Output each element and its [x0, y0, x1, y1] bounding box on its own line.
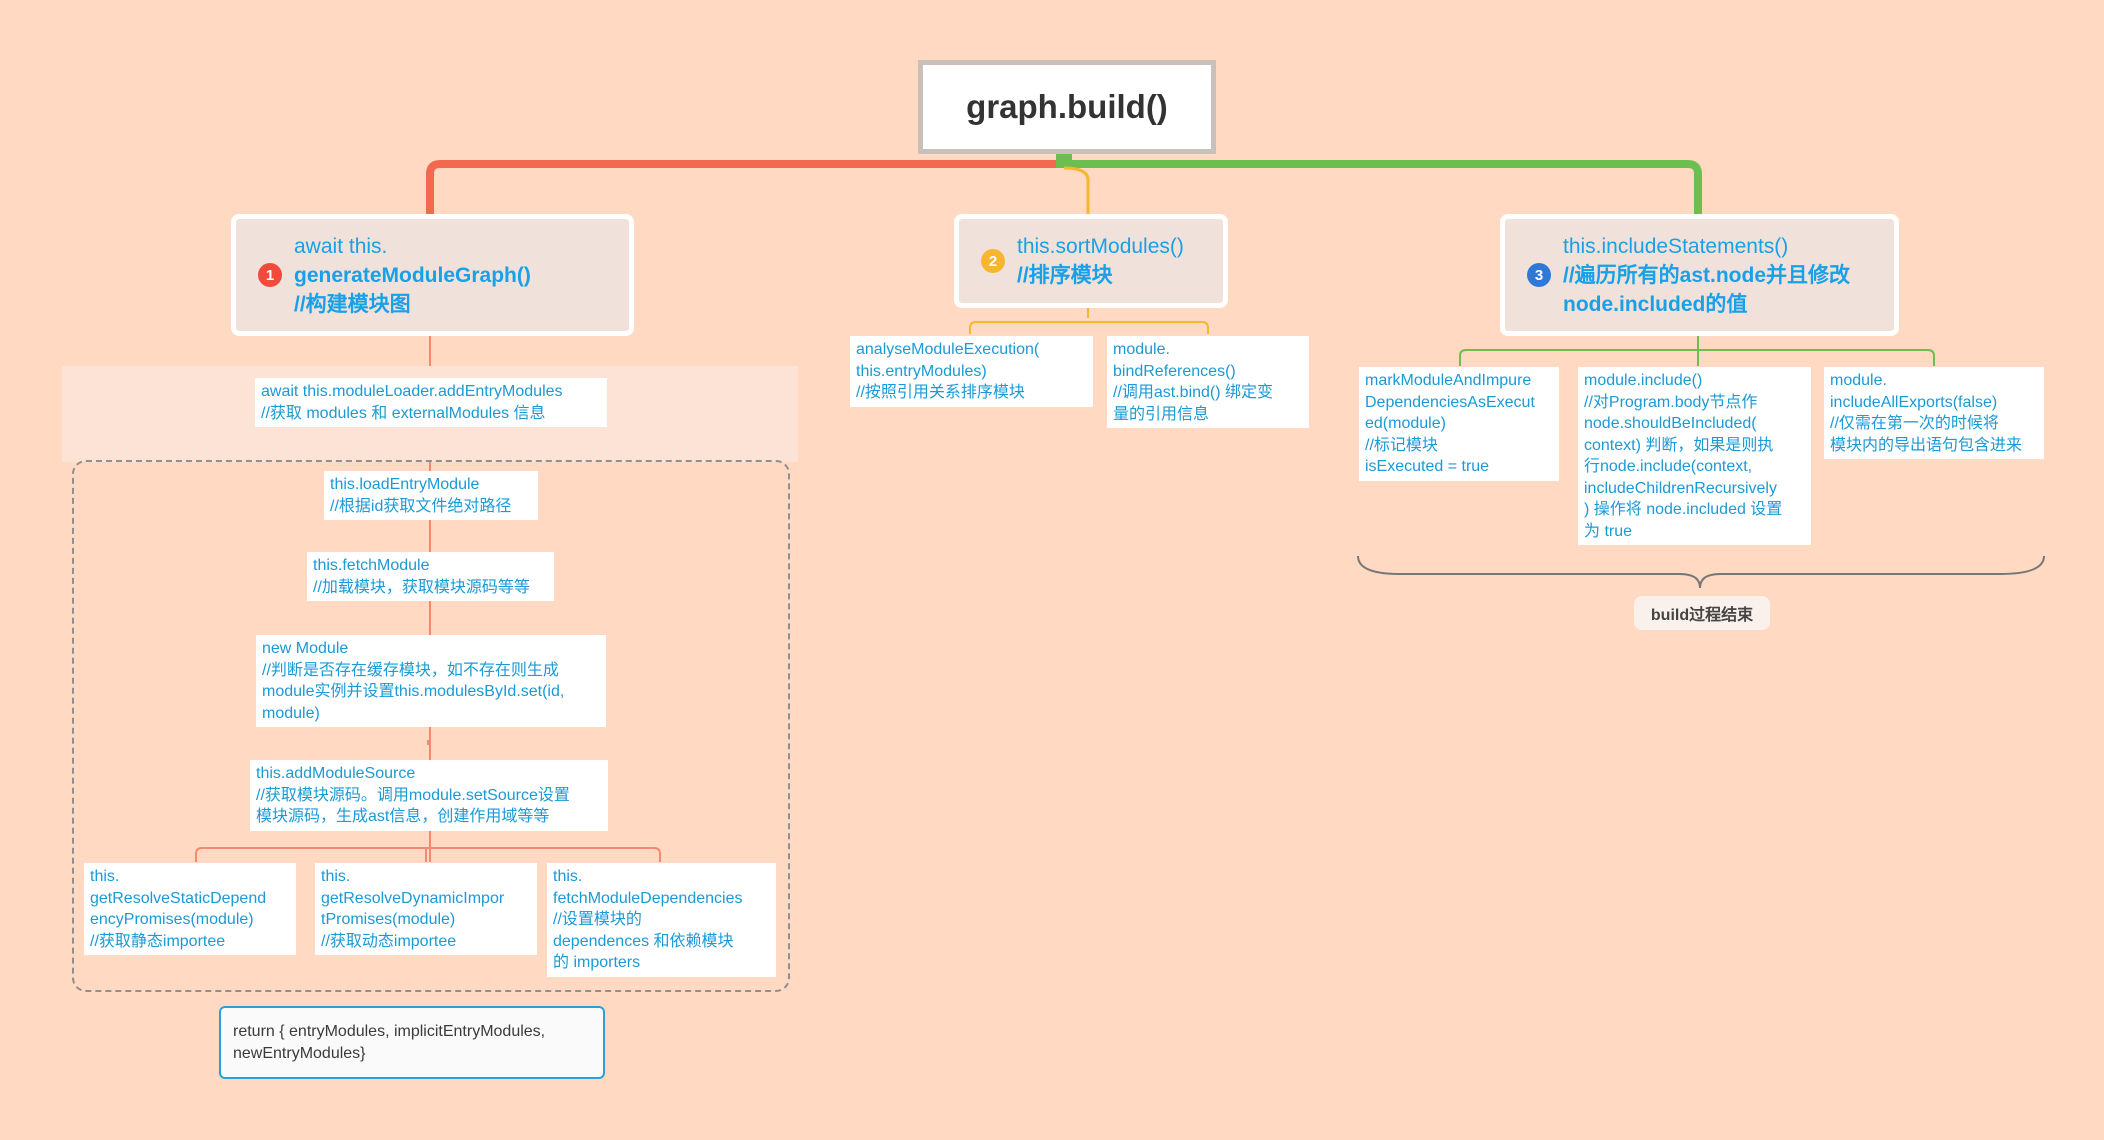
step-load-entry-module[interactable]: this.loadEntryModule //根据id获取文件绝对路径	[324, 471, 538, 520]
child-module-include[interactable]: module.include() //对Program.body节点作 node…	[1578, 367, 1811, 545]
child-analyse-module-execution[interactable]: analyseModuleExecution( this.entryModule…	[850, 336, 1093, 407]
branch-sort-modules[interactable]: 2 this.sortModules() //排序模块	[954, 214, 1228, 308]
child-resolve-static[interactable]: this. getResolveStaticDepend encyPromise…	[84, 863, 296, 955]
branch-1-line1: await this.	[294, 234, 388, 258]
child-fetch-dependencies[interactable]: this. fetchModuleDependencies //设置模块的 de…	[547, 863, 776, 977]
branch-2-label: this.sortModules() //排序模块	[1017, 232, 1184, 290]
child-include-all-exports[interactable]: module. includeAllExports(false) //仅需在第一…	[1824, 367, 2044, 459]
branch-3-rest: //遍历所有的ast.node并且修改 node.included的值	[1563, 263, 1851, 316]
root-node[interactable]: graph.build()	[918, 60, 1216, 154]
child-mark-module-executed[interactable]: markModuleAndImpure DependenciesAsExecut…	[1359, 367, 1559, 481]
step-fetch-module[interactable]: this.fetchModule //加载模块，获取模块源码等等	[307, 552, 554, 601]
priority-2-icon: 2	[981, 249, 1005, 273]
branch-3-line1: this.includeStatements()	[1563, 234, 1789, 258]
branch-1-rest: generateModuleGraph() //构建模块图	[294, 263, 531, 316]
child-resolve-dynamic[interactable]: this. getResolveDynamicImpor tPromises(m…	[315, 863, 537, 955]
branch-2-rest: //排序模块	[1017, 264, 1113, 287]
priority-1-icon: 1	[258, 263, 282, 287]
priority-3-icon: 3	[1527, 263, 1551, 287]
branch-include-statements[interactable]: 3 this.includeStatements() //遍历所有的ast.nod…	[1500, 214, 1899, 336]
branch-2-line1: this.sortModules()	[1017, 235, 1184, 258]
root-label: graph.build()	[966, 88, 1168, 125]
branch-3-label: this.includeStatements() //遍历所有的ast.node并…	[1563, 232, 1850, 319]
step-add-entry-modules[interactable]: await this.moduleLoader.addEntryModules …	[255, 378, 607, 427]
step-add-module-source[interactable]: this.addModuleSource //获取模块源码。调用module.s…	[250, 760, 608, 831]
child-bind-references[interactable]: module. bindReferences() //调用ast.bind() …	[1107, 336, 1309, 428]
step-new-module[interactable]: new Module //判断是否存在缓存模块，如不存在则生成 module实例…	[256, 635, 606, 727]
summary-label: build过程结束	[1650, 607, 1754, 624]
branch-generate-module-graph[interactable]: 1 await this. generateModuleGraph() //构建模…	[231, 214, 634, 336]
summary-build-end[interactable]: build过程结束	[1634, 596, 1770, 630]
branch-1-label: await this. generateModuleGraph() //构建模块图	[294, 232, 531, 319]
dashed-group-boundary	[72, 460, 790, 992]
return-statement[interactable]: return { entryModules, implicitEntryModu…	[219, 1006, 605, 1079]
